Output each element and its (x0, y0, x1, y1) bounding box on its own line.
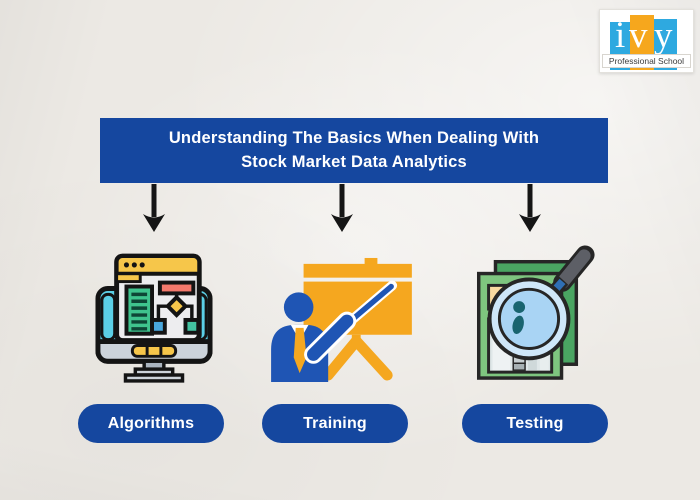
down-arrow-icon-testing (519, 184, 541, 232)
testing-button-label: Testing (506, 414, 564, 432)
training-button[interactable]: Training (262, 404, 408, 443)
presenter-whiteboard-icon (271, 257, 412, 382)
magnifier-report-icon (476, 245, 595, 380)
down-arrow-icon-training (331, 184, 353, 232)
title-line-1: Understanding The Basics When Dealing Wi… (168, 129, 540, 148)
algorithms-button-label: Algorithms (107, 414, 195, 432)
computer-flowchart-icon (95, 253, 213, 383)
logo-letter-y: y (654, 15, 673, 56)
title-line-2: Stock Market Data Analytics (241, 152, 467, 171)
logo-subtitle: Professional School (608, 56, 685, 66)
training-button-label: Training (303, 414, 367, 432)
down-arrow-icon-algorithms (143, 184, 165, 232)
ivy-logo: i v y Professional School (599, 9, 694, 73)
testing-button[interactable]: Testing (462, 404, 608, 443)
title-banner: Understanding The Basics When Dealing Wi… (100, 118, 608, 183)
logo-letter-v: v (629, 15, 648, 56)
algorithms-button[interactable]: Algorithms (78, 404, 224, 443)
logo-subtitle-strip: Professional School (602, 54, 691, 68)
logo-letter-i: i (615, 15, 626, 56)
